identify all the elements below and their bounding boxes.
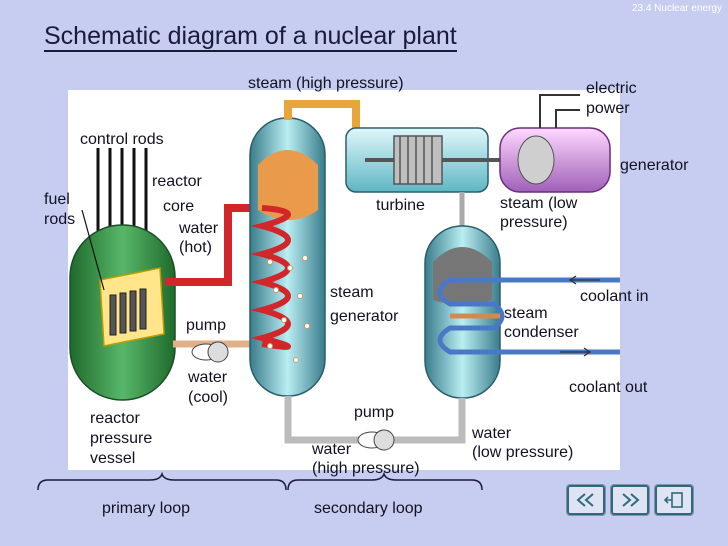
fuel-rods (109, 288, 147, 336)
label-secondary-loop: secondary loop (314, 500, 423, 517)
slide-section-label: 23.4 Nuclear energy (631, 3, 722, 14)
label-steam-condenser-2: condenser (504, 324, 579, 341)
control-rods (96, 148, 148, 232)
label-reactor-pressure-vessel-2: pressure (90, 430, 153, 447)
label-steam-high-pressure: steam (high pressure) (248, 75, 404, 92)
page-title: Schematic diagram of a nuclear plant (44, 22, 457, 52)
pump-2 (357, 429, 395, 451)
label-water-high-pressure-2: (high pressure) (312, 460, 420, 477)
label-steam-low-2: pressure) (500, 214, 568, 231)
label-steam-generator-1: steam (330, 284, 374, 301)
label-water-cool-2: (cool) (188, 389, 229, 406)
coolant-arrows (560, 275, 600, 357)
label-water-cool-1: water (188, 369, 228, 386)
double-right-arrow-icon (622, 493, 640, 507)
exit-button[interactable] (654, 484, 694, 516)
label-core: core (163, 198, 195, 215)
hot-water-pipe (165, 204, 262, 286)
primary-coil (250, 205, 291, 350)
fuel-pointer (81, 209, 105, 291)
next-slide-button[interactable] (610, 484, 650, 516)
label-power: power (586, 100, 630, 117)
steam-bubbles (267, 255, 310, 363)
high-pressure-steam-pipe (284, 100, 360, 128)
secondary-loop-brace (287, 471, 483, 491)
pump-1 (191, 341, 229, 363)
label-steam-condenser-1: steam (504, 305, 548, 322)
label-fuel: fuel (44, 191, 70, 208)
exit-door-icon (663, 492, 683, 508)
label-primary-loop: primary loop (102, 500, 191, 517)
generator-body (499, 127, 611, 193)
coolant-coil (437, 277, 620, 355)
label-coolant-in: coolant in (580, 288, 649, 305)
label-water-high-pressure-1: water (312, 441, 352, 458)
primary-loop-brace (37, 471, 287, 491)
label-control-rods: control rods (80, 131, 164, 148)
label-coolant-out: coolant out (569, 379, 648, 396)
label-steam-generator-2: generator (330, 308, 399, 325)
label-water-low-pressure-2: (low pressure) (472, 444, 574, 461)
label-pump-1: pump (186, 317, 227, 334)
label-water-low-pressure-1: water (472, 425, 512, 442)
electric-terminals (539, 94, 580, 128)
label-generator: generator (620, 157, 689, 174)
label-reactor-pressure-vessel-1: reactor (90, 410, 140, 427)
generator-rotor (517, 135, 555, 185)
label-turbine: turbine (376, 197, 425, 214)
previous-slide-button[interactable] (566, 484, 606, 516)
label-water-hot-1: water (179, 220, 219, 237)
label-water-hot-2: (hot) (179, 239, 212, 256)
label-steam-low-1: steam (low (500, 195, 578, 212)
condenser-steam (433, 247, 492, 305)
label-reactor: reactor (152, 173, 202, 190)
label-pump-2: pump (354, 404, 395, 421)
steam-generator-steam (258, 150, 318, 220)
label-rods: rods (44, 211, 76, 228)
double-left-arrow-icon (576, 493, 594, 507)
label-reactor-pressure-vessel-3: vessel (90, 450, 136, 467)
turbine-rotor (365, 135, 505, 185)
label-electric: electric (586, 80, 637, 97)
